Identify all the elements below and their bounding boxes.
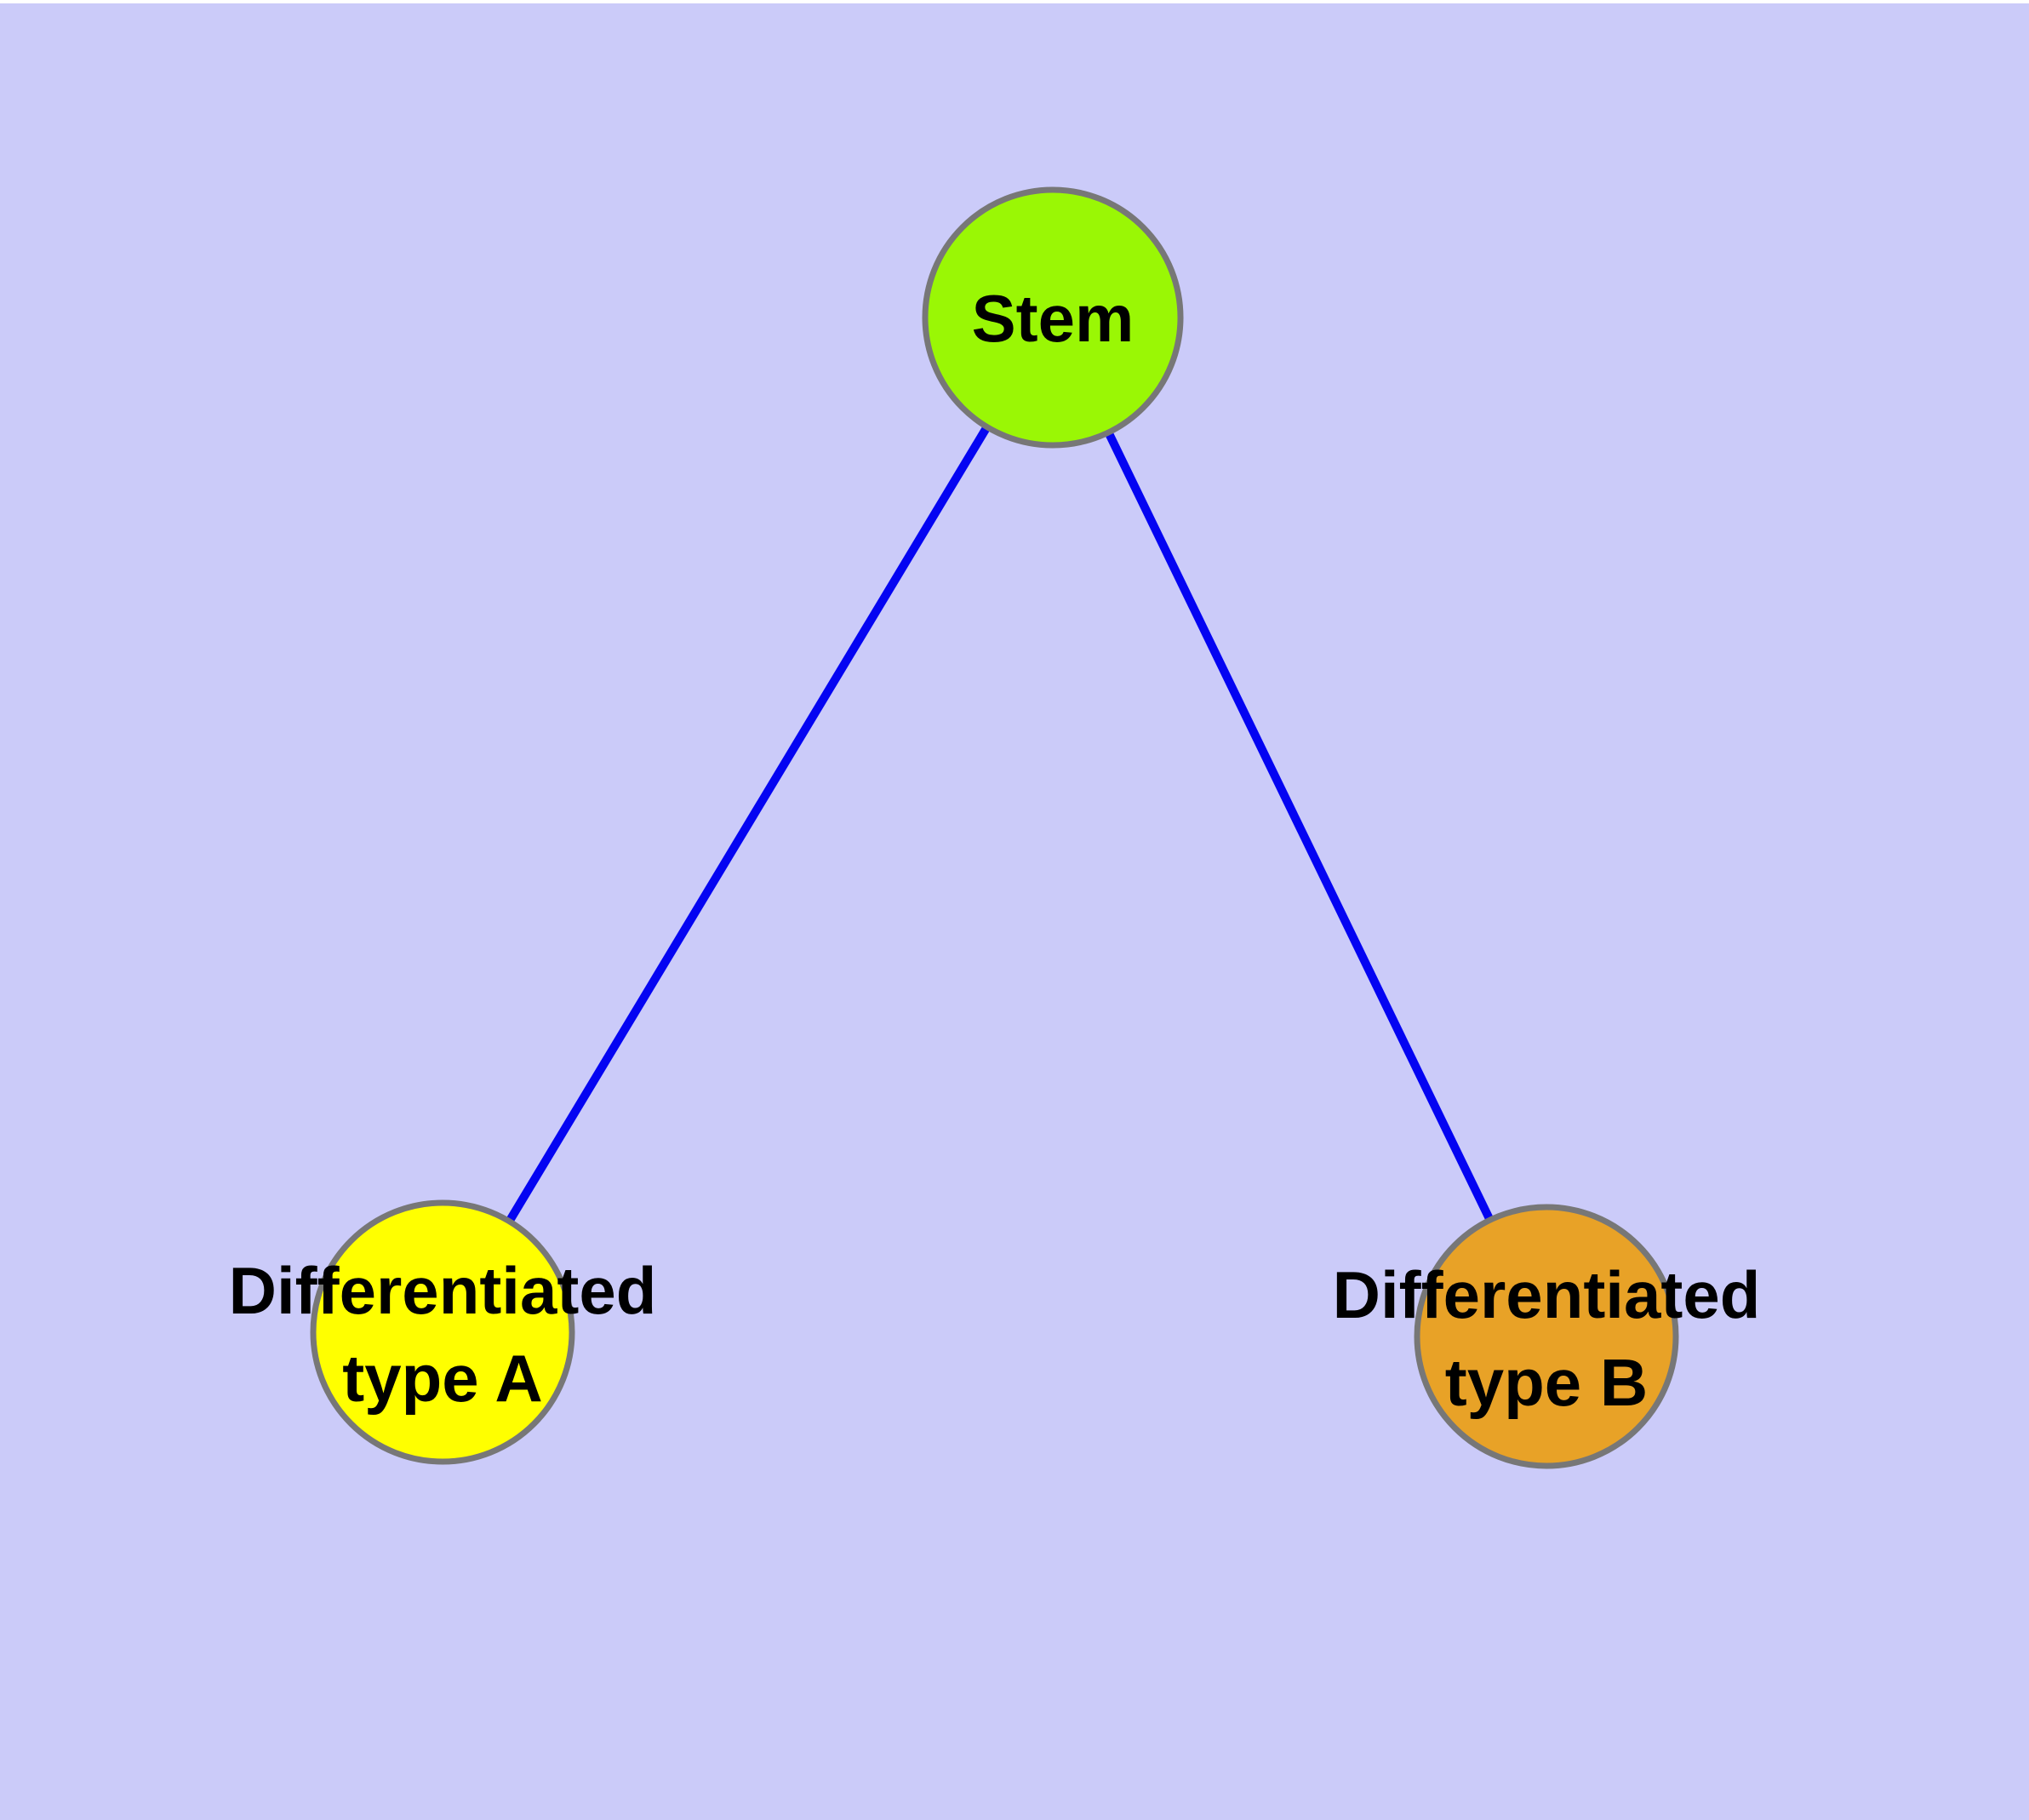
node-differentiated-type-b: Differentiated type B: [1333, 1204, 1761, 1469]
node-type-b-circle: [1414, 1204, 1679, 1469]
top-margin-strip: [0, 0, 2029, 3]
edge-stem-to-type-a: [438, 315, 1057, 1335]
node-stem: Stem: [922, 186, 1184, 449]
node-stem-label: Stem: [972, 281, 1135, 356]
node-type-a-label-line1: Differentiated: [229, 1253, 657, 1328]
node-type-a-label-line2: type A: [342, 1341, 543, 1416]
node-type-a-circle: [310, 1199, 575, 1465]
node-type-b-label-line2: type B: [1445, 1345, 1648, 1420]
node-type-b-label-line1: Differentiated: [1333, 1257, 1761, 1332]
edge-stem-to-type-b: [1049, 315, 1551, 1339]
node-differentiated-type-a: Differentiated type A: [229, 1199, 657, 1465]
node-stem-circle: [922, 186, 1184, 449]
